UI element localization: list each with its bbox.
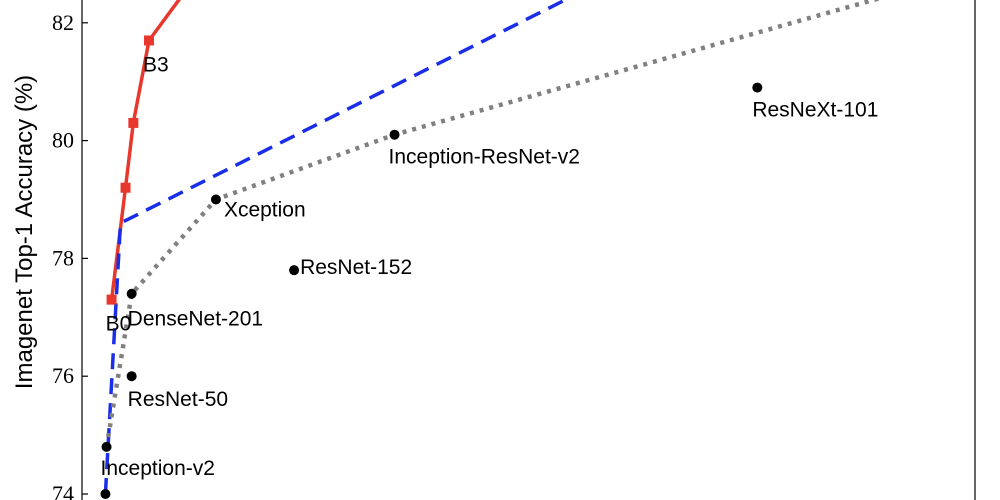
model-label: Inception-ResNet-v2 xyxy=(389,146,580,169)
model-label: ResNeXt-101 xyxy=(752,99,878,122)
axes: 74 76 78 80 82 xyxy=(52,0,976,500)
markers xyxy=(100,35,763,499)
y-tick-label: 80 xyxy=(52,128,74,153)
model-point xyxy=(289,265,300,276)
series-square-marker xyxy=(120,182,131,193)
model-point xyxy=(752,82,763,93)
model-point xyxy=(389,129,400,140)
model-point xyxy=(126,288,137,299)
series-lines xyxy=(103,0,882,495)
series-square-marker xyxy=(106,294,117,305)
model-label: ResNet-152 xyxy=(300,256,412,279)
series-square-marker xyxy=(143,35,154,46)
model-point xyxy=(210,194,221,205)
y-tick-label: 76 xyxy=(52,363,74,388)
series-square-marker xyxy=(128,117,139,128)
y-tick-label: 78 xyxy=(52,245,74,270)
model-label: Xception xyxy=(224,199,306,222)
series-point-label: B0 xyxy=(106,313,132,336)
y-tick-label: 82 xyxy=(52,10,74,35)
series-line-dotted xyxy=(104,0,882,448)
model-label: ResNet-50 xyxy=(128,388,228,411)
series-line-dashed xyxy=(103,0,569,495)
series-point-label: B3 xyxy=(143,53,169,76)
baseline-point xyxy=(100,489,111,499)
model-point xyxy=(101,441,112,452)
model-label: Inception-v2 xyxy=(101,457,215,480)
y-tick-label: 74 xyxy=(52,481,74,500)
model-point xyxy=(126,371,137,382)
y-axis-label: Imagenet Top-1 Accuracy (%) xyxy=(11,75,38,389)
model-label: DenseNet-201 xyxy=(128,308,263,331)
point-labels: Inception-v2 ResNet-50 DenseNet-201 ResNet-… xyxy=(101,53,879,480)
